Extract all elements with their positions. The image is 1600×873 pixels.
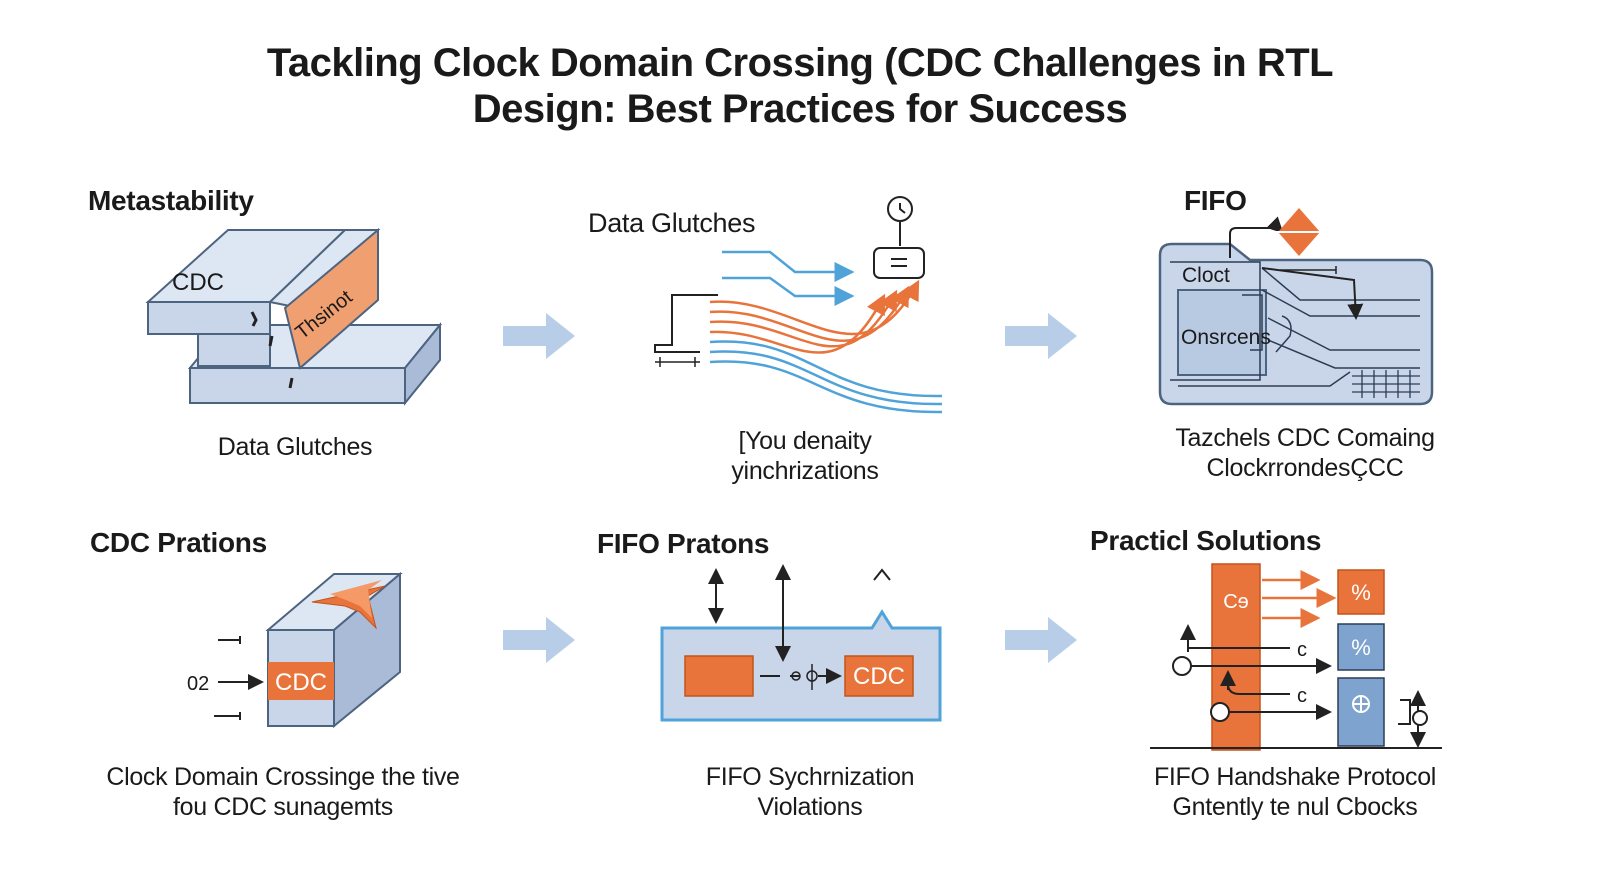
- solutions-box-label-2: %: [1351, 635, 1371, 660]
- clock-icon: [887, 196, 913, 246]
- metastability-block-cdc-label: CDC: [172, 269, 224, 296]
- orange-signal-curve-4: [709, 293, 886, 354]
- grid-icon: [1352, 370, 1420, 398]
- solutions-orange-box: [1337, 569, 1385, 615]
- cdc-prations-block-label: CDC: [275, 669, 327, 696]
- fifo-board-inner-label: Onsrcens: [1181, 326, 1271, 349]
- panel-1-caption: Data Glutches: [190, 432, 400, 462]
- solutions-line-label-2: c: [1297, 685, 1307, 707]
- switch-icon: [1398, 690, 1428, 748]
- blue-signal-arrow-1: [722, 250, 855, 282]
- panel-6-caption-line-1: FIFO Handshake Protocol: [1153, 763, 1437, 791]
- solutions-box-label-1: %: [1351, 580, 1371, 605]
- panel-6-title: Practicl Solutions: [1090, 525, 1322, 556]
- panel-4-caption-line-1: Clock Domain Crossinge the tive: [106, 763, 460, 791]
- solutions-blue-box-1: [1337, 623, 1385, 671]
- metastability-block: [145, 227, 443, 406]
- fifo-inner-box: [1177, 289, 1267, 376]
- title-line-1: Tackling Clock Domain Crossing (CDC Chal…: [266, 41, 1334, 85]
- blue-signal-curve-1: [709, 340, 943, 398]
- diagram-title: Tackling Clock Domain Crossing (CDC Chal…: [0, 40, 1600, 132]
- panel-5-caption-line-2: Violations: [757, 793, 863, 821]
- cdc-prations-diagram: [214, 571, 403, 729]
- panel-3-caption: Tazchels CDC Comaing ClockrrondesÇCC: [1160, 423, 1450, 483]
- blue-signal-curve-3: [709, 360, 943, 414]
- fifo-pratons-cdc-block: [844, 655, 914, 697]
- blue-signal-arrow-2: [722, 276, 855, 306]
- panel-4-title: CDC Prations: [90, 527, 267, 558]
- fifo-pratons-left-block: [684, 655, 754, 697]
- practical-solutions-diagram: [1150, 563, 1442, 751]
- panel-5-caption-line-1: FIFO Sychrnization: [705, 763, 915, 791]
- panel-2-caption-line-1: [You denaity: [738, 427, 872, 455]
- orange-signal-curve-3: [709, 289, 898, 348]
- flow-arrow-1: [503, 313, 575, 359]
- fifo-pratons-diagram: [660, 564, 942, 722]
- panel-4-caption-line-2: fou CDC sunagemts: [173, 793, 393, 821]
- solutions-bar-label: Cɘ: [1223, 591, 1249, 613]
- fifo-board-diagram: [1158, 208, 1434, 406]
- title-line-2: Design: Best Practices for Success: [472, 87, 1128, 131]
- panel-4-caption: Clock Domain Crossinge the tive fou CDC …: [98, 762, 468, 822]
- panel-1-caption-line-1: Data Glutches: [217, 433, 373, 461]
- fifo-board-top-label: Cloct: [1182, 264, 1230, 287]
- orange-signal-curve-2: [709, 285, 910, 342]
- orange-diamond-icon: [1275, 208, 1324, 256]
- flow-arrows: [503, 313, 1077, 663]
- source-bracket: [654, 294, 718, 353]
- gear-icon: [1352, 695, 1370, 713]
- flow-arrow-4: [1005, 617, 1077, 663]
- panel-3-caption-line-2: ClockrrondesÇCC: [1206, 454, 1404, 482]
- fifo-pratons-cdc-label: CDC: [853, 663, 905, 690]
- panel-5-caption: FIFO Sychrnization Violations: [680, 762, 940, 822]
- flow-arrow-2: [1005, 313, 1077, 359]
- panel-2-caption: [You denaity yinchrizations: [700, 426, 910, 486]
- panel-5-title: FIFO Pratons: [597, 528, 770, 559]
- panel-6-caption: FIFO Handshake Protocol Gntently te nul …: [1140, 762, 1450, 822]
- solutions-line-label-1: c: [1297, 639, 1307, 661]
- orange-signal-curve-1: [709, 279, 920, 336]
- panel-1-title: Metastability: [88, 185, 254, 216]
- panel-6-caption-line-2: Gntently te nul Cbocks: [1172, 793, 1418, 821]
- cdc-prations-input-label: 02: [187, 673, 209, 695]
- flow-arrow-3: [503, 617, 575, 663]
- orange-arrow-icon-2: [330, 580, 382, 618]
- cdc-orange-band: [268, 662, 334, 700]
- blue-signal-curve-2: [709, 350, 943, 406]
- panel-3-caption-line-1: Tazchels CDC Comaing: [1175, 424, 1435, 452]
- panel-2-caption-line-2: yinchrizations: [731, 457, 879, 485]
- comparator-box: [873, 247, 925, 279]
- panel-3-title: FIFO: [1184, 185, 1247, 216]
- data-glutches-diagram: [654, 196, 943, 414]
- panel-2-title: Data Glutches: [588, 208, 756, 238]
